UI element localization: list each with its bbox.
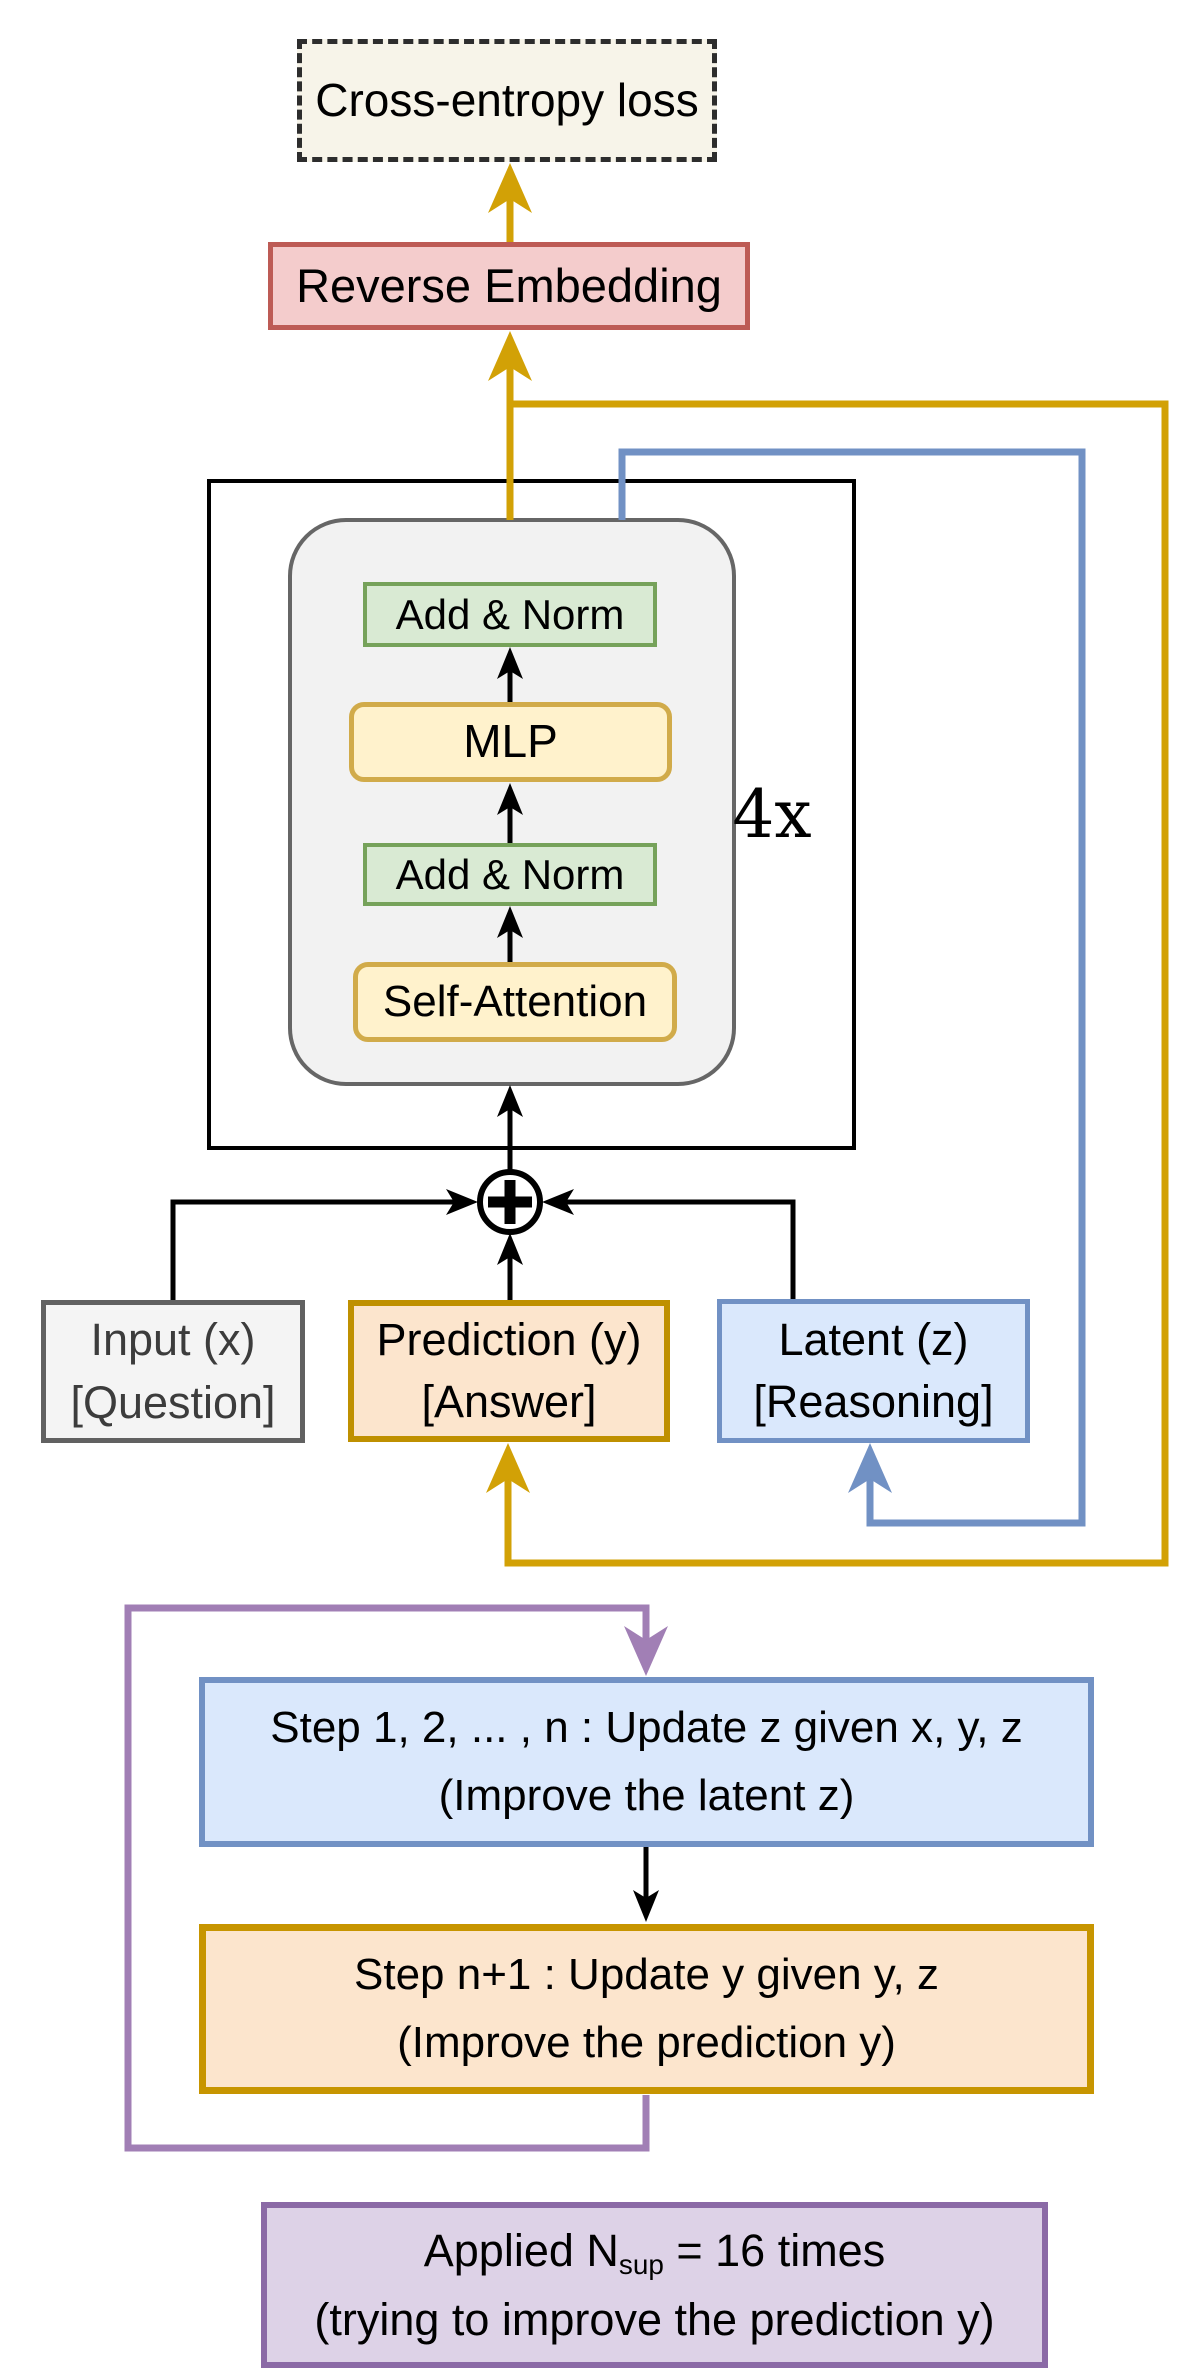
update-y-step-box: Step n+1 : Update y given y, z (Improve … [199,1924,1094,2094]
gold-arrowhead-up-icon [488,163,532,213]
purple-supervision-loop [124,1604,668,2152]
black-arrows [170,647,796,1922]
add-norm-top-label: Add & Norm [395,590,625,638]
prediction-y-line1: Prediction (y) [376,1313,642,1365]
applied-subscript: sup [618,2248,664,2280]
black-arrowhead-up-icon [497,1085,523,1117]
latent-z-line1: Latent (z) [778,1313,969,1365]
applied-prefix: Applied N [423,2224,619,2276]
gold-arrowhead-up-icon [486,1443,530,1493]
add-norm-bottom-box: Add & Norm [363,843,657,906]
add-norm-top-box: Add & Norm [363,582,657,647]
black-arrowhead-up-icon [497,1233,523,1265]
input-x-line1: Input (x) [90,1314,256,1366]
reverse-embedding-label: Reverse Embedding [296,258,722,312]
applied-nsup-line1: Applied Nsup = 16 times [424,2217,885,2286]
reverse-embedding-box: Reverse Embedding [268,242,750,330]
latent-z-box: Latent (z) [Reasoning] [717,1299,1030,1443]
gold-arrowhead-up-icon [488,331,532,381]
black-arrowhead-up-icon [497,783,523,815]
applied-suffix: = 16 times [663,2224,886,2276]
update-z-step-box: Step 1, 2, ... , n : Update z given x, y… [199,1677,1094,1847]
update-y-line1: Step n+1 : Update y given y, z [354,1949,939,1999]
add-norm-bottom-label: Add & Norm [395,850,625,898]
mlp-label: MLP [463,715,558,768]
cross-entropy-loss-label: Cross-entropy loss [315,73,699,126]
gold-feedback-loop [486,163,1169,1567]
input-x-box: Input (x) [Question] [41,1300,305,1443]
update-y-line2: (Improve the prediction y) [397,2018,896,2067]
mlp-box: MLP [349,702,672,782]
blue-arrowhead-up-icon [848,1443,892,1493]
input-x-line2: [Question] [70,1376,276,1428]
black-arrowhead-up-icon [497,647,523,679]
update-z-line2: (Improve the latent z) [438,1771,855,1820]
repeat-outer-box [207,479,856,1150]
latent-z-line2: [Reasoning] [753,1376,994,1427]
applied-nsup-line2: (trying to improve the prediction y) [314,2293,995,2345]
cross-entropy-loss-box: Cross-entropy loss [297,39,717,162]
repeat-count-text: 4x [732,776,812,854]
self-attention-label: Self-Attention [382,976,648,1026]
repeat-count-label: 4x [722,776,822,853]
prediction-y-line2: [Answer] [421,1376,597,1427]
black-arrowhead-up-icon [497,906,523,938]
sum-node [477,1169,543,1235]
applied-nsup-box: Applied Nsup = 16 times (trying to impro… [261,2202,1048,2368]
self-attention-box: Self-Attention [353,962,677,1042]
update-z-line1: Step 1, 2, ... , n : Update z given x, y… [270,1702,1023,1752]
black-arrowhead-left-icon [542,1189,574,1215]
black-arrowhead-down-icon [633,1890,659,1922]
blue-feedback-loop [618,448,1086,1527]
purple-arrowhead-down-icon [624,1626,668,1676]
prediction-y-box: Prediction (y) [Answer] [348,1300,670,1442]
black-arrowhead-right-icon [446,1189,478,1215]
